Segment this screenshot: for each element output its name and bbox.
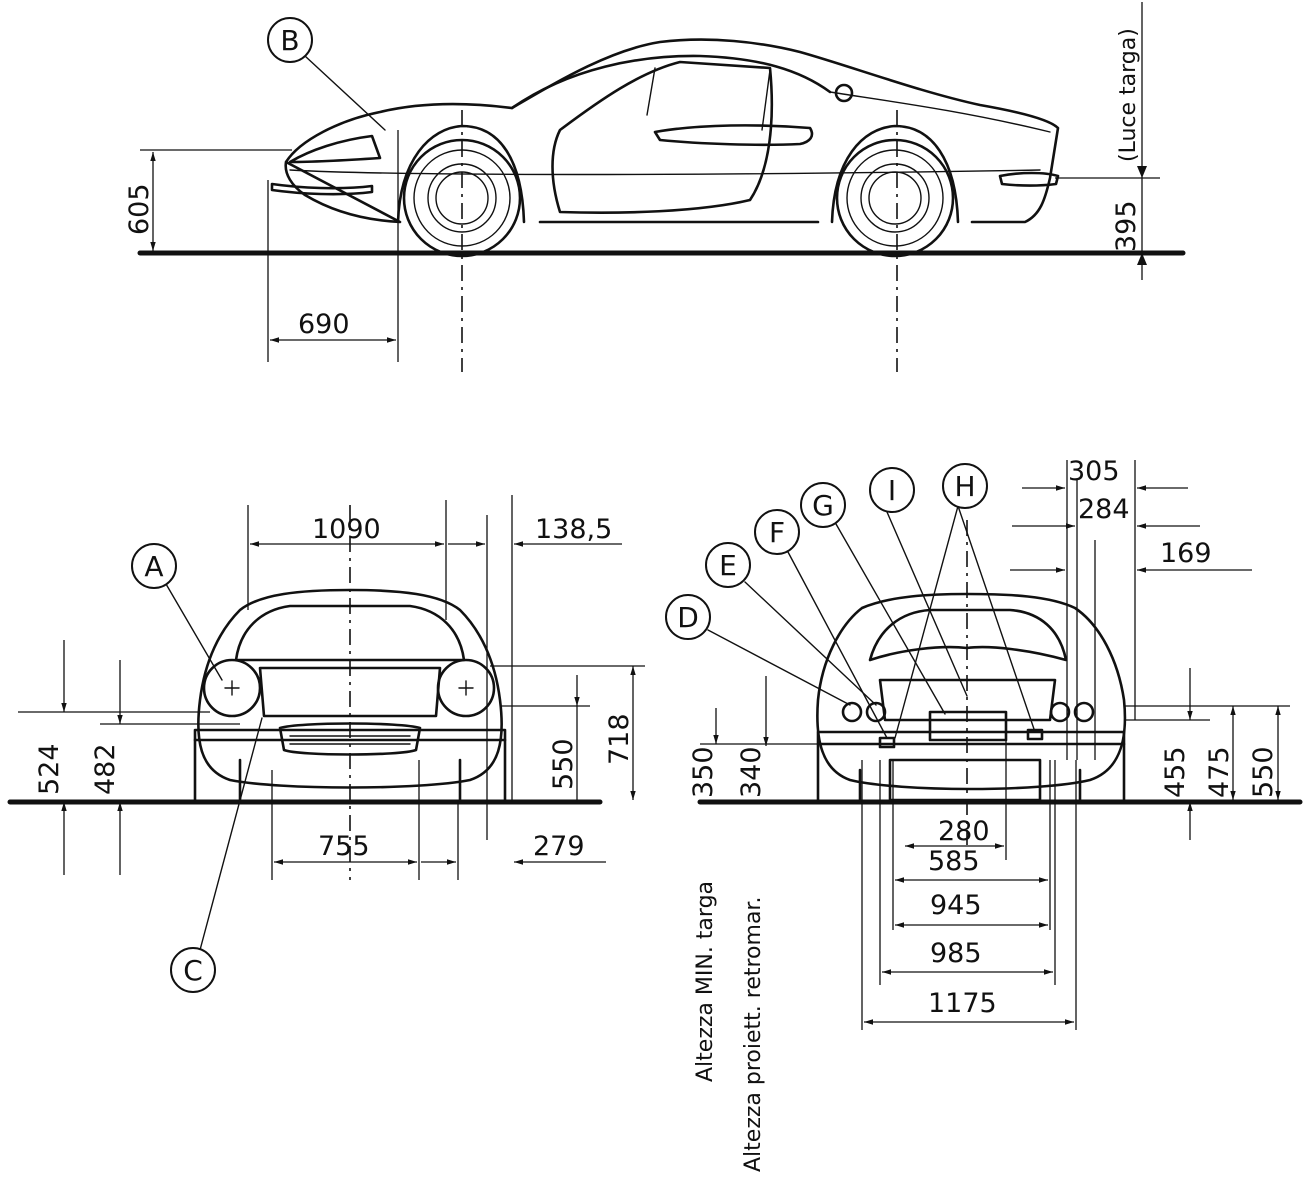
dim-169-label: 169 [1160,538,1212,569]
front-right-tyre [458,738,507,802]
dim-524-label: 524 [34,743,65,795]
dim-690-label: 690 [298,309,350,340]
dim-755-label: 755 [318,831,370,862]
rear-body-outline [816,592,1127,791]
dim-482-label: 482 [90,743,121,795]
side-body-outline [284,38,1060,224]
callout-d-label: D [677,601,699,634]
rear-bumper [816,730,1126,746]
dim-280-label: 280 [938,816,990,847]
front-hood [258,666,442,718]
callout-f-circle [754,509,800,555]
dim-279-label: 279 [533,831,585,862]
rear-right-lights [1026,701,1095,741]
side-door [551,60,774,214]
rear-view: 305 284 169 350 340 Altezza MIN. targa A… [665,456,1303,1172]
callout-h-circle [942,463,988,509]
side-rear-bumper [998,171,1060,187]
side-headlamp [288,134,382,164]
dim-395-label: 395 [1111,200,1142,252]
side-character-line [289,169,1041,176]
callout-a-circle [131,543,177,589]
callout-e-circle [705,542,751,588]
callout-d-circle [665,594,711,640]
front-windshield [234,604,466,662]
callout-c-label: C [183,954,203,987]
dim-350-label: 350 [688,746,719,798]
reflector-height-caption: Altezza proiett. retromar. [741,897,766,1172]
dim-1090-label: 1090 [312,514,381,545]
callout-e-label: E [719,549,737,582]
side-window-post [646,67,656,116]
dim-605-label: 605 [124,183,155,235]
front-right-headlamp [436,658,496,718]
dim-985-label: 985 [930,938,982,969]
callout-a-label: A [144,550,163,583]
callout-b-label: B [280,24,299,57]
front-view: 1090 138,5 755 279 524 482 550 [7,495,645,993]
side-fuel-cap [834,83,854,103]
rear-right-tyre [1078,742,1126,802]
callout-i-label: I [888,474,896,507]
side-front-wheel [396,124,526,258]
side-rear-wheel [830,124,960,258]
dim-550-front-label: 550 [548,738,579,790]
rear-left-tyre [816,742,862,802]
dim-475-label: 475 [1204,746,1235,798]
callout-f-label: F [769,516,785,549]
front-left-headlamp [202,658,262,718]
plate-light-caption: (Luce targa) [1116,28,1141,162]
front-grille [278,722,422,756]
dim-138-5-label: 138,5 [535,514,612,545]
dim-305-label: 305 [1068,456,1120,487]
side-air-intake [653,124,814,147]
dim-550-rear-label: 550 [1248,746,1279,798]
callout-c-circle [170,947,216,993]
front-body-outline [197,588,503,789]
rear-valance [888,758,1042,802]
side-window-line [510,54,832,110]
dim-718-label: 718 [604,713,635,765]
side-front-bumper [270,182,374,196]
rear-window [868,608,1068,662]
dim-1175-label: 1175 [928,988,997,1019]
side-engine-cover [829,91,1051,133]
callout-i-circle [869,467,915,513]
callout-g-label: G [812,489,834,522]
side-b-pillar [761,69,771,131]
dim-585-label: 585 [928,846,980,877]
callout-h-label: H [954,470,975,503]
rear-plate [928,710,1008,742]
callout-b-leader [304,55,386,131]
callout-b-circle [267,17,313,63]
dim-284-label: 284 [1078,494,1130,525]
callout-g-circle [800,482,846,528]
dim-945-label: 945 [930,890,982,921]
front-left-tyre [193,738,242,802]
min-plate-height-caption: Altezza MIN. targa [693,881,718,1082]
rear-left-lights [841,701,896,749]
dim-455-label: 455 [1160,746,1191,798]
side-view: 605 690 395 (Luce targa) B [124,2,1186,372]
dim-340-label: 340 [736,746,767,798]
